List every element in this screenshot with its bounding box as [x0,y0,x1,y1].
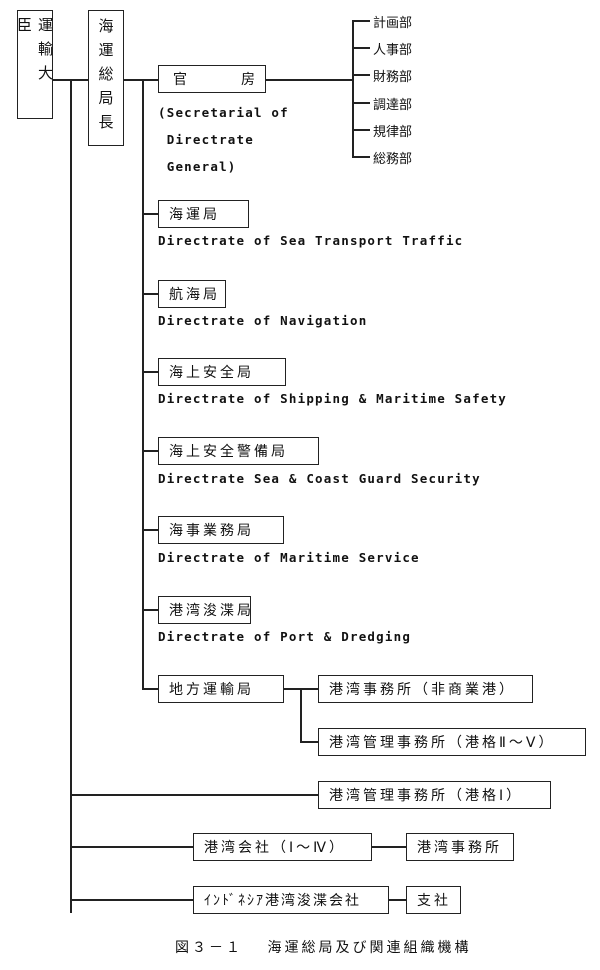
directorate-maritime-service: 海事業務局 [158,516,284,544]
connector [352,156,370,158]
connector [352,47,370,49]
directorate-english: Directrate of Navigation [158,313,368,328]
port-corporation: 港湾会社（Ⅰ～Ⅳ） [193,833,372,861]
division-personnel: 人事部 [373,43,413,58]
directorate-english: Directrate of Port & Dredging [158,629,412,644]
connector [142,450,159,452]
connector [265,79,353,81]
division-procurement: 調達部 [373,98,413,113]
directorate-navigation: 航海局 [158,280,226,308]
connector [142,371,159,373]
directorate-english: Directrate of Maritime Service [158,550,420,565]
connector [371,846,407,848]
directorate-coast-guard: 海上安全警備局 [158,437,319,465]
directorate-english: Directrate of Shipping & Maritime Safety [158,391,508,406]
connector [70,79,72,913]
connector [142,293,159,295]
directorate-english: Directrate Sea & Coast Guard Security [158,471,481,486]
connector [352,20,354,157]
connector [142,79,144,689]
regional-transport-office: 地方運輸局 [158,675,284,703]
connector [300,741,319,743]
connector [70,899,194,901]
connector [300,688,302,742]
secretariat-english: (Secretarial of Directrate General) [158,105,289,174]
connector [142,609,159,611]
port-admin-office-class1: 港湾管理事務所（港格Ⅰ） [318,781,551,809]
connector [142,529,159,531]
division-finance: 財務部 [373,70,413,85]
directorate-port-dredging: 港湾浚渫局 [158,596,251,624]
connector [352,102,370,104]
port-corp-office: 港湾事務所 [406,833,514,861]
connector [70,846,194,848]
directorate-sea-transport: 海運局 [158,200,249,228]
connector [142,213,159,215]
directorate-english: Directrate of Sea Transport Traffic [158,233,464,248]
port-admin-office-class2-5: 港湾管理事務所（港格Ⅱ～Ⅴ） [318,728,586,756]
dredging-branch: 支社 [406,886,461,914]
secretariat-box: 官 房 [158,65,266,93]
port-office-noncommercial: 港湾事務所（非商業港） [318,675,533,703]
connector [352,20,370,22]
division-general-affairs: 総務部 [373,152,413,167]
connector [352,129,370,131]
connector [352,74,370,76]
division-discipline: 規律部 [373,125,413,140]
figure-caption: 図３－１ 海運総局及び関連組織機構 [175,940,472,956]
connector [388,899,407,901]
connector [123,79,159,81]
director-general-box: 海運総局長 [88,10,124,146]
connector [142,688,159,690]
dredging-corporation: ｲﾝﾄﾞﾈｼｱ港湾浚渫会社 [193,886,389,914]
division-planning: 計画部 [373,16,413,31]
directorate-maritime-safety: 海上安全局 [158,358,286,386]
connector [70,794,319,796]
minister-box: 運輸大臣 [15,10,54,119]
